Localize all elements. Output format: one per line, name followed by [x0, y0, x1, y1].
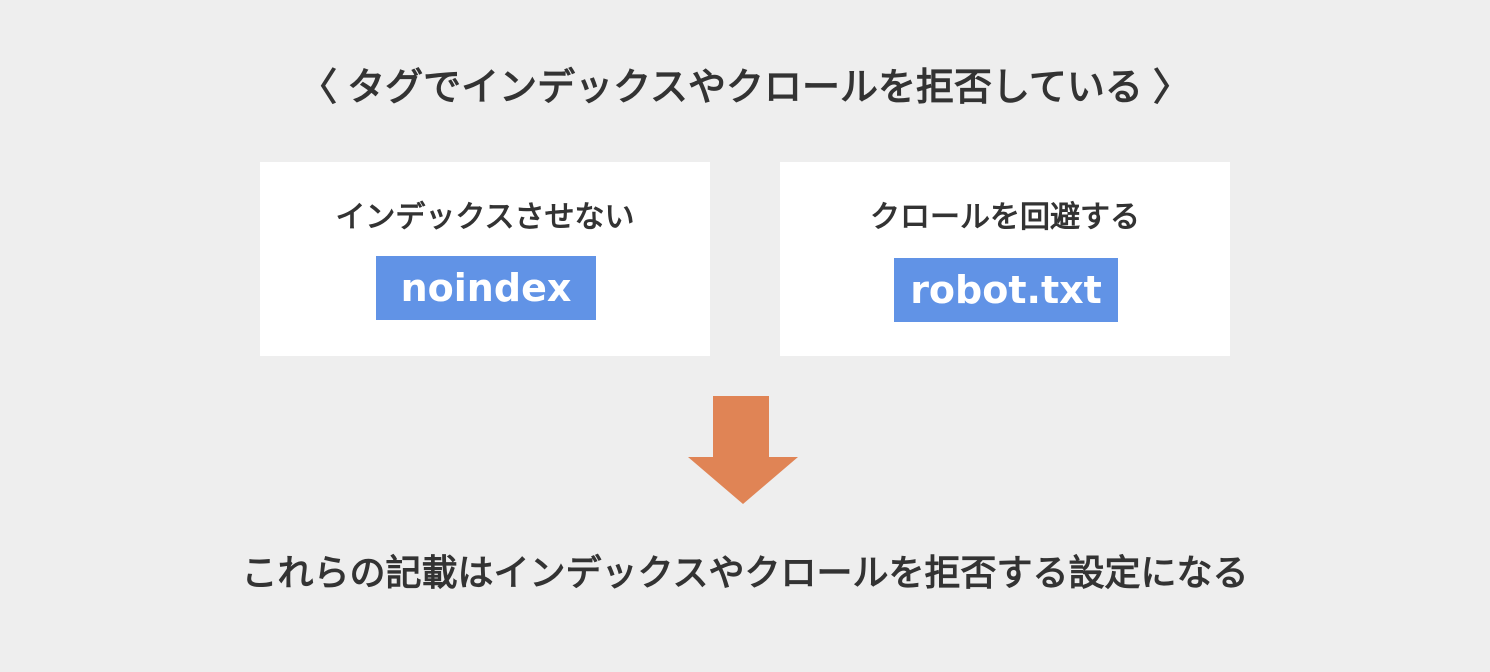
tag-badge: robot.txt [894, 258, 1118, 322]
card-heading: クロールを回避する [870, 200, 1140, 235]
card-robots: クロールを回避する robot.txt [780, 162, 1230, 356]
tag-badge: noindex [376, 256, 596, 320]
down-arrow-icon [688, 396, 798, 504]
title-bracket-close: 〉 [1152, 65, 1191, 109]
card-noindex: インデックスさせない noindex [260, 162, 710, 356]
conclusion-text: これらの記載はインデックスやクロールを拒否する設定になる [241, 553, 1249, 594]
title-text: タグでインデックスやクロールを拒否している [347, 65, 1143, 109]
diagram-title: 〈タグでインデックスやクロールを拒否している〉 [0, 56, 1490, 111]
title-bracket-open: 〈 [299, 65, 338, 109]
down-arrow-shape [688, 396, 798, 504]
card-heading: インデックスさせない [335, 200, 635, 235]
